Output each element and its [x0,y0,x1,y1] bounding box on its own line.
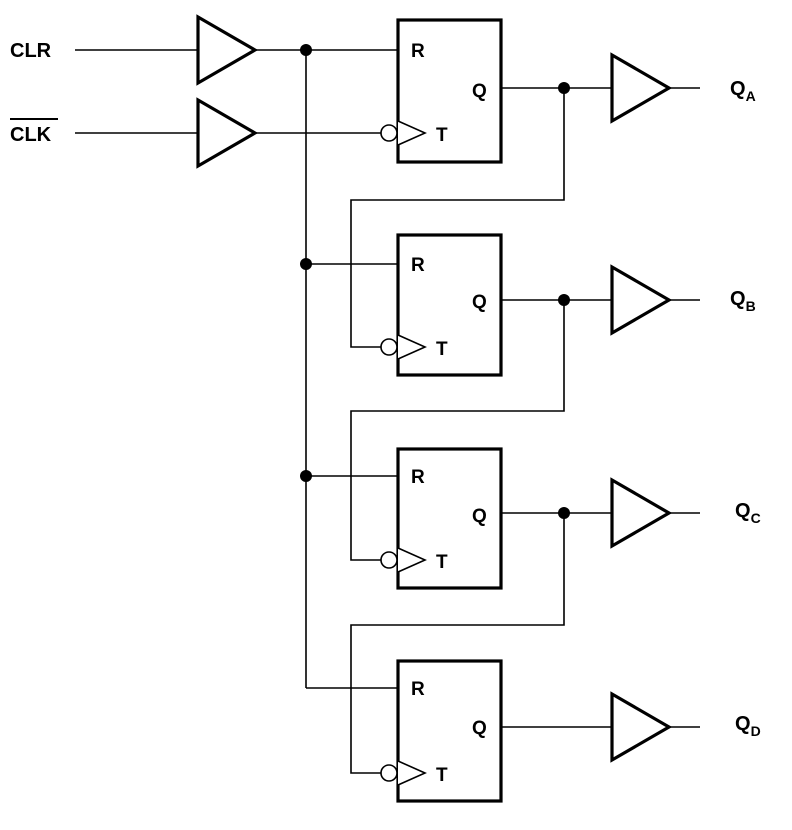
ff-a-q-label: Q [472,81,487,102]
ff-d-clock-triangle [397,760,427,786]
qd-output-label: QD [735,713,761,739]
ff-c-reset-label: R [411,467,425,488]
ff-c-to-ff-d-clock-wire [350,513,565,774]
ff-c-inversion-bubble [380,551,398,569]
ff-b-reset-label: R [411,255,425,276]
clk-input-label: CLK [10,124,52,146]
ff-c-q-label: Q [472,506,487,527]
junction-dot [300,44,312,56]
ff-a-inversion-bubble [380,124,398,142]
clr-buffer [196,14,259,86]
ff-d-reset-label: R [411,679,425,700]
clk-buffer [196,97,259,169]
qc-output-label: QC [735,500,761,526]
qa-output-buffer [610,52,673,124]
ff-b-clock-label: T [436,339,448,360]
flip-flop-c [396,447,503,590]
ff-d-q-label: Q [472,718,487,739]
ff-d-inversion-bubble [380,764,398,782]
ff-b-to-ff-c-clock-wire [350,300,565,561]
clr-input-label: CLR [10,40,52,62]
qd-output-buffer [610,691,673,763]
ff-a-clock-triangle [397,120,427,146]
qc-output-buffer [610,477,673,549]
flip-flop-a [396,18,503,164]
qb-output-label: QB [730,288,756,314]
ff-a-to-ff-b-clock-wire [350,88,565,348]
qb-output-buffer [610,264,673,336]
ff-d-clock-label: T [436,765,448,786]
ff-c-clock-triangle [397,547,427,573]
qa-output-label: QA [730,78,756,104]
flip-flop-b [396,233,503,377]
ff-b-clock-triangle [397,334,427,360]
ff-b-inversion-bubble [380,338,398,356]
ff-a-reset-label: R [411,41,425,62]
ff-c-clock-label: T [436,552,448,573]
ff-a-clock-label: T [436,125,448,146]
ff-b-q-label: Q [472,292,487,313]
